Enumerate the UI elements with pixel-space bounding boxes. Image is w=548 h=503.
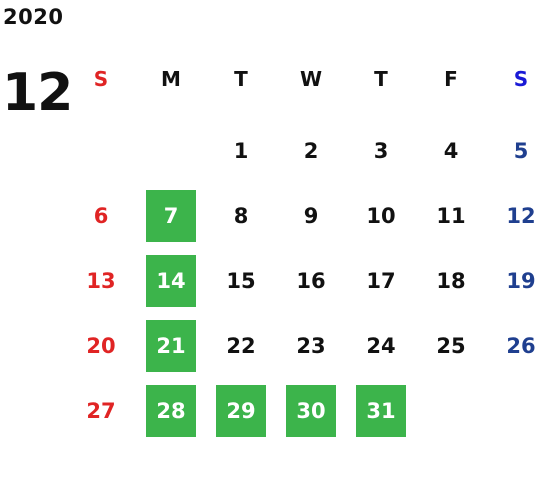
year-label: 2020: [3, 5, 64, 29]
day-cell-highlighted[interactable]: 21: [146, 320, 196, 372]
day-cell[interactable]: 24: [366, 334, 396, 358]
day-cell-highlighted[interactable]: 31: [356, 385, 406, 437]
day-cell[interactable]: 16: [296, 269, 326, 293]
day-cell[interactable]: 3: [373, 139, 389, 163]
weekday-thursday: T: [374, 67, 388, 91]
weekday-friday: F: [444, 67, 458, 91]
day-cell[interactable]: 11: [436, 204, 466, 228]
day-cell[interactable]: 15: [226, 269, 256, 293]
day-cell[interactable]: 17: [366, 269, 396, 293]
day-cell[interactable]: 10: [366, 204, 396, 228]
weekday-wednesday: W: [299, 67, 323, 91]
day-cell: [496, 385, 546, 437]
day-cell[interactable]: 9: [303, 204, 319, 228]
day-cell-highlighted[interactable]: 7: [146, 190, 196, 242]
day-cell: [76, 125, 126, 177]
week-row-3: 13 14 15 16 17 18 19: [66, 255, 548, 307]
weekday-header-row: S M T W T F S: [66, 50, 548, 102]
day-cell: [426, 385, 476, 437]
day-cell[interactable]: 26: [506, 334, 536, 358]
week-row-2: 6 7 8 9 10 11 12: [66, 190, 548, 242]
day-cell[interactable]: 2: [303, 139, 319, 163]
day-cell[interactable]: 18: [436, 269, 466, 293]
weekday-tuesday: T: [234, 67, 248, 91]
weekday-saturday: S: [513, 67, 529, 91]
day-cell[interactable]: 22: [226, 334, 256, 358]
weekday-sunday: S: [93, 67, 109, 91]
day-cell[interactable]: 12: [506, 204, 536, 228]
day-cell[interactable]: 4: [443, 139, 459, 163]
day-cell[interactable]: 23: [296, 334, 326, 358]
day-cell[interactable]: 6: [93, 204, 109, 228]
day-cell-highlighted[interactable]: 14: [146, 255, 196, 307]
week-row-5: 27 28 29 30 31: [66, 385, 548, 437]
day-cell-highlighted[interactable]: 30: [286, 385, 336, 437]
day-cell[interactable]: 13: [86, 269, 116, 293]
day-cell[interactable]: 27: [86, 399, 116, 423]
day-cell-highlighted[interactable]: 28: [146, 385, 196, 437]
day-cell[interactable]: 5: [513, 139, 529, 163]
weekday-monday: M: [161, 67, 181, 91]
day-cell-highlighted[interactable]: 29: [216, 385, 266, 437]
day-cell[interactable]: 1: [233, 139, 249, 163]
day-cell: [146, 125, 196, 177]
week-row-1: 1 2 3 4 5: [66, 125, 548, 177]
day-cell[interactable]: 25: [436, 334, 466, 358]
week-row-4: 20 21 22 23 24 25 26: [66, 320, 548, 372]
day-cell[interactable]: 8: [233, 204, 249, 228]
day-cell[interactable]: 20: [86, 334, 116, 358]
month-number: 12: [2, 63, 73, 123]
day-cell[interactable]: 19: [506, 269, 536, 293]
